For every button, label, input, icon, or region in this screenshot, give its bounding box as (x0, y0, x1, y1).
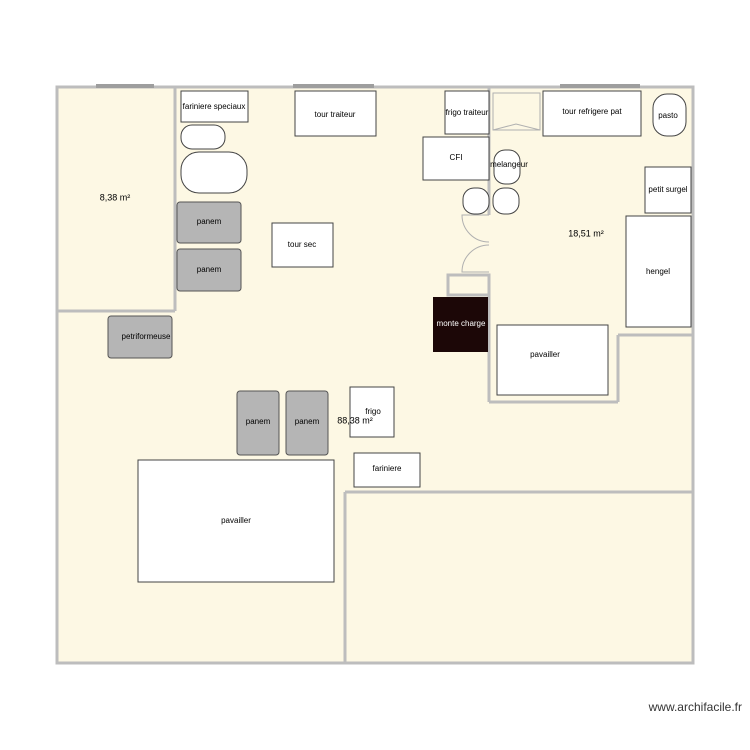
fariniere-speciaux-label: fariniere speciaux (182, 102, 246, 111)
tour-sec-label: tour sec (287, 240, 317, 249)
exterior-walls (55, 85, 695, 665)
tour-traiteur-label: tour traiteur (314, 110, 356, 119)
monte-charge-box (433, 297, 488, 352)
petriformeuse-box (107, 315, 173, 359)
fariniere-box (353, 452, 421, 488)
panem-units (107, 201, 329, 456)
pasto-label: pasto (658, 111, 678, 120)
pasto-sink (652, 93, 687, 137)
frigo-label: frigo (365, 407, 381, 416)
area-right-label: 18,51 m² (568, 228, 604, 239)
sinks (180, 93, 687, 215)
tour-refrigere-pat-label: tour refrigere pat (562, 107, 622, 116)
panem-1-box (176, 201, 242, 244)
doors (461, 92, 541, 273)
wash-basin-right (492, 187, 520, 215)
frigo-box (349, 386, 395, 438)
fariniere-label: fariniere (372, 464, 402, 473)
hengel-label: hengel (645, 267, 671, 276)
panem-4-label: panem (294, 417, 320, 426)
melangeur-sink (493, 149, 521, 185)
watermark-link[interactable]: www.archifacile.fr (648, 700, 742, 714)
petriformeuse-label: petriformeuse (121, 332, 171, 341)
panem-3-box (236, 390, 280, 456)
panem-2-box (176, 248, 242, 292)
melangeur-label: melangeur (490, 160, 528, 169)
frigo-traiteur-label: frigo traiteur (445, 108, 489, 117)
hengel-box (625, 215, 692, 328)
frigo-traiteur-box (444, 90, 490, 135)
panem-1-label: panem (196, 217, 222, 226)
petit-surgel-box (644, 166, 692, 214)
pavailler-right-label: pavailler (530, 350, 560, 359)
tour-sec-box (271, 222, 334, 268)
furniture (137, 90, 692, 583)
monte-charge-label: monte charge (436, 319, 486, 328)
pavailler-right-box (496, 324, 609, 396)
area-main-label: 88,38 m² (337, 415, 373, 426)
fariniere-speciaux-box (180, 90, 249, 123)
sink-small (180, 124, 226, 150)
panem-3-label: panem (245, 417, 271, 426)
wash-basin-left (462, 187, 490, 215)
cfi-label: CFI (449, 153, 463, 162)
pavailler-big-label: pavailler (221, 516, 251, 525)
cfi-box (422, 136, 490, 181)
tour-refrigere-pat-box (542, 90, 642, 137)
pavailler-big-box (137, 459, 335, 583)
area-left-label: 8,38 m² (99, 192, 131, 203)
panem-2-label: panem (196, 265, 222, 274)
petit-surgel-label: petit surgel (648, 185, 688, 194)
sink-large (180, 151, 248, 194)
tour-traiteur-box (294, 90, 377, 137)
panem-4-box (285, 390, 329, 456)
